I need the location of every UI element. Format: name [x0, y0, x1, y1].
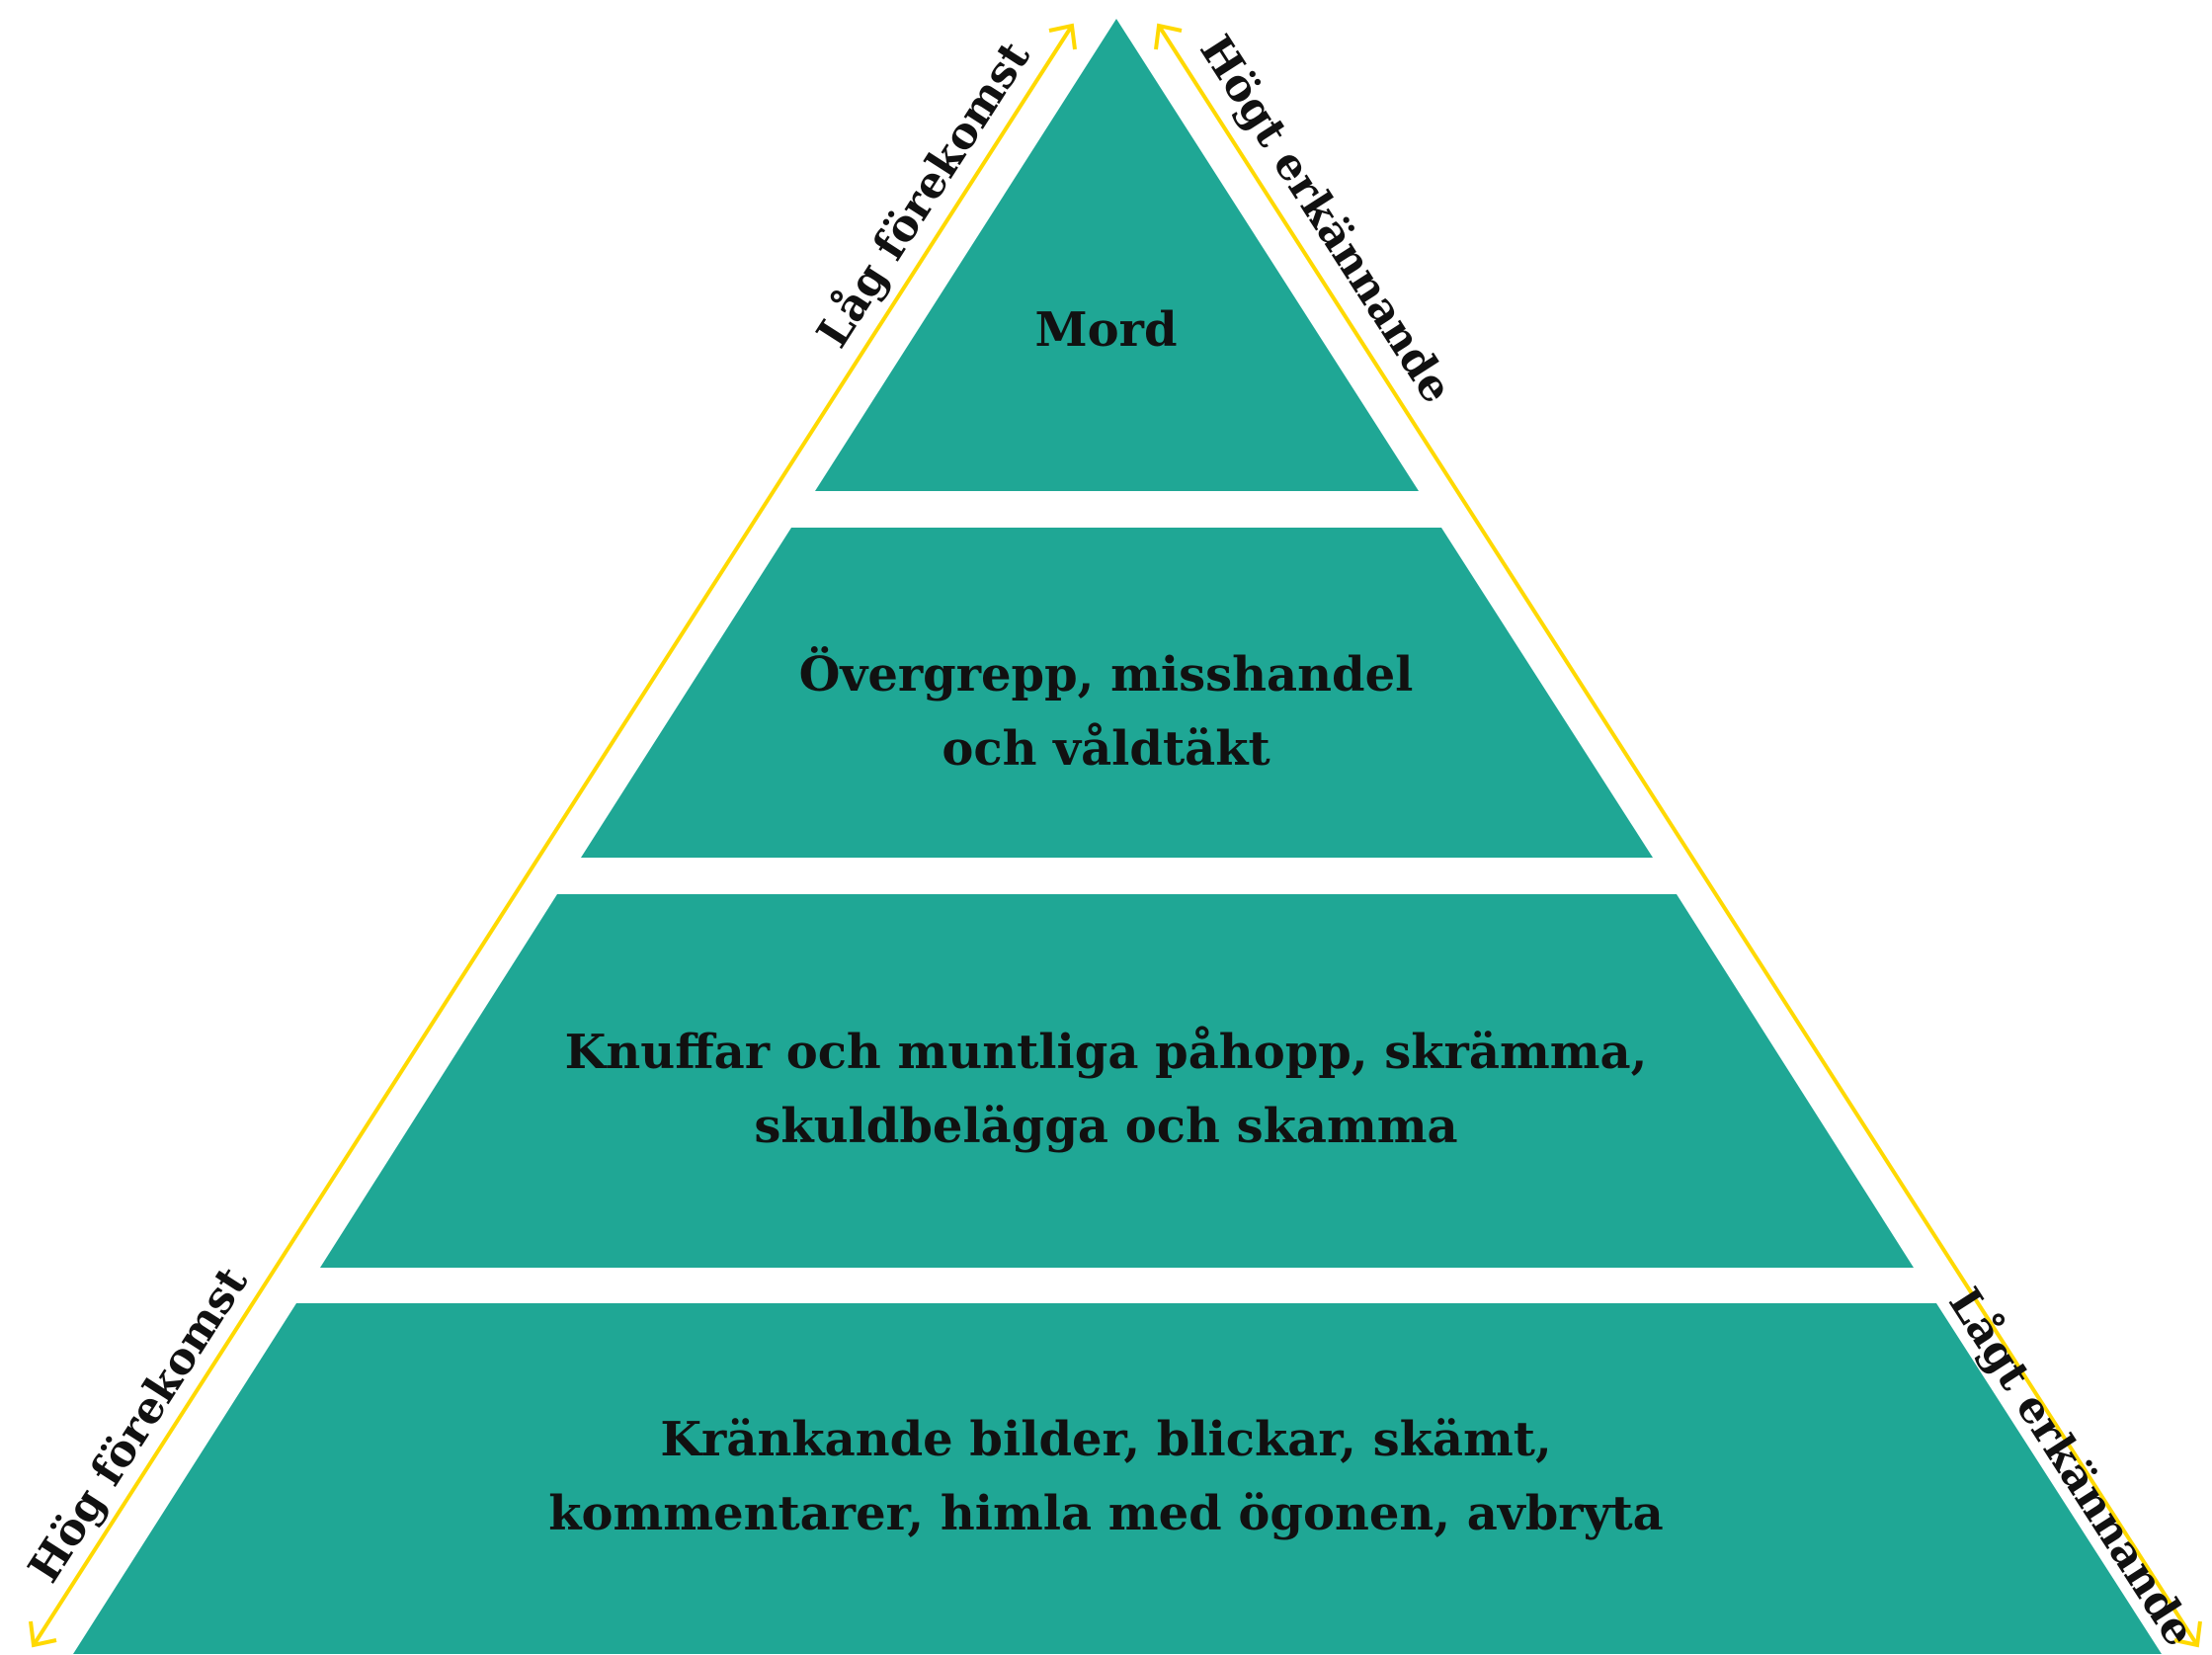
- tier-4-label: Kränkande bilder, blickar, skämt, kommen…: [0, 1403, 2212, 1551]
- tier-1-line-1: Mord: [1034, 302, 1178, 358]
- tier-2-line-1: Övergrepp, misshandel: [798, 647, 1414, 703]
- tier-2-label: Övergrepp, misshandel och våldtäkt: [0, 638, 2212, 786]
- tier-2-line-2: och våldtäkt: [942, 721, 1270, 777]
- tier-3-line-2: skuldbelägga och skamma: [754, 1099, 1458, 1154]
- tier-4-shape: [73, 1303, 2162, 1654]
- tier-3-shape: [320, 894, 1914, 1268]
- tier-1-label: Mord: [0, 293, 2212, 368]
- right-double-arrow: [1154, 23, 2202, 1648]
- tier-2-shape: [581, 528, 1653, 858]
- tier-4-line-2: kommentarer, himla med ögonen, avbryta: [548, 1486, 1664, 1541]
- tier-3-line-1: Knuffar och muntliga påhopp, skrämma,: [564, 1025, 1648, 1080]
- left-double-arrow: [29, 23, 1077, 1648]
- tier-1-shape: [815, 19, 1419, 491]
- tier-3-label: Knuffar och muntliga påhopp, skrämma, sk…: [0, 1016, 2212, 1164]
- tier-4-line-1: Kränkande bilder, blickar, skämt,: [660, 1412, 1552, 1467]
